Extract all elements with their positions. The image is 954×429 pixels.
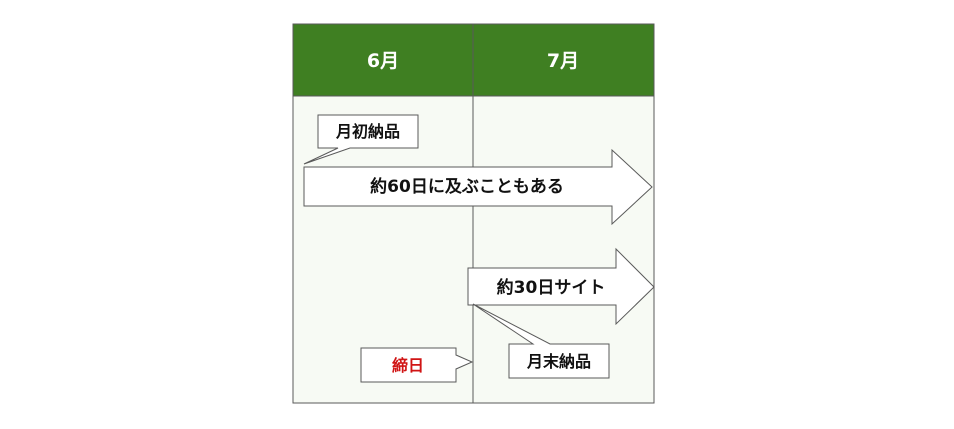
callout-start-delivery-label: 月初納品 xyxy=(335,122,400,141)
arrow-60-days-label: 約60日に及ぶこともある xyxy=(370,176,564,197)
callout-start-delivery xyxy=(303,114,419,165)
arrow-30-days xyxy=(467,247,655,326)
header-july: 7月 xyxy=(547,50,579,72)
header-june: 6月 xyxy=(367,50,399,72)
arrow-30-days-label: 約30日サイト xyxy=(497,277,606,298)
callout-end-delivery xyxy=(472,303,610,379)
callout-end-delivery-label: 月末納品 xyxy=(526,352,591,371)
callout-closing-day-label: 締日 xyxy=(392,356,424,375)
callout-closing-day xyxy=(360,347,474,383)
arrow-60-days xyxy=(303,148,653,226)
